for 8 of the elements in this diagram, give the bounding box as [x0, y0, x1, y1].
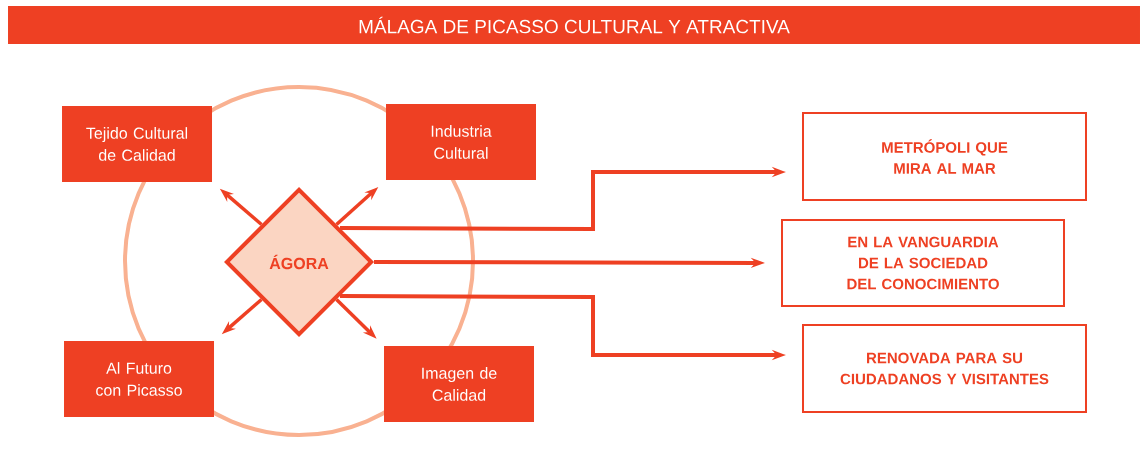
title-banner: MÁLAGA DE PICASSO CULTURAL Y ATRACTIVA	[8, 6, 1140, 44]
objective-box: RENOVADA PARA SU CIUDADANOS Y VISITANTES	[802, 324, 1087, 413]
goal-box: Tejido Cultural de Calidad	[62, 106, 212, 182]
goal-box: Imagen de Calidad	[384, 346, 534, 422]
goal-box: Al Futuro con Picasso	[64, 341, 214, 417]
goal-box: Industria Cultural	[386, 104, 536, 180]
objective-box: EN LA VANGUARDIA DE LA SOCIEDAD DEL CONOCIMIENTO	[781, 219, 1065, 307]
objective-box: METRÓPOLI QUE MIRA AL MAR	[802, 112, 1087, 201]
